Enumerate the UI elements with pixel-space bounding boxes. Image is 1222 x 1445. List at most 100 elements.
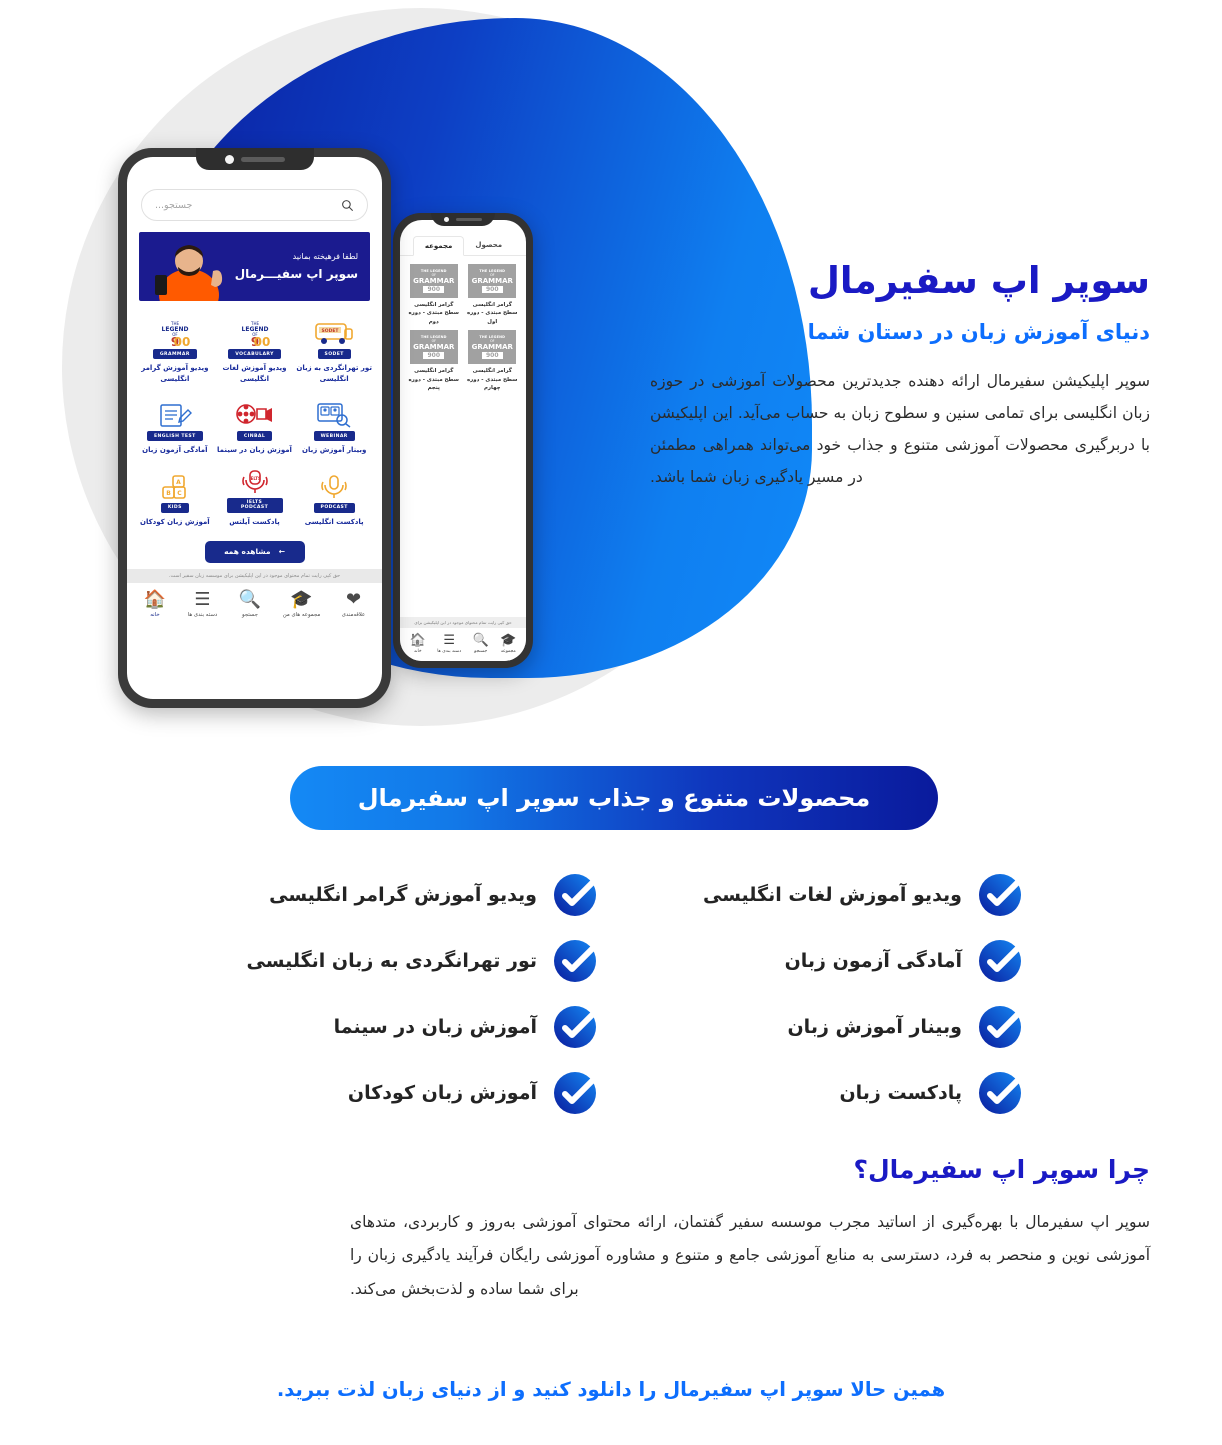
feature-label: آمادگی آزمون زبان xyxy=(784,950,962,972)
nav-item-home[interactable]: 🏠 خانه xyxy=(410,634,426,654)
app-category-grid: SODET SODET تور تهرانگردی به زبان انگلیس… xyxy=(127,301,382,528)
copyright-text: حق کپی رایت تمام محتوای موجود در این اپل… xyxy=(127,568,382,583)
tab-mahsul[interactable]: محصول xyxy=(475,241,503,249)
nav-item-majmue[interactable]: 🎓 مجموعه xyxy=(500,634,516,654)
feature-label: وبینار آموزش زبان xyxy=(787,1016,962,1038)
nav-label: جستجو xyxy=(474,649,488,654)
feature-label: آموزش زبان در سینما xyxy=(333,1016,537,1038)
home-icon: 🏠 xyxy=(409,633,426,648)
category-item-vocabulary[interactable]: THE LEGEND OF 9 00 VOCABULARY ویدیو آمو xyxy=(217,315,293,385)
product-card[interactable]: THE LEGEND OF GRAMMAR 900 گرامر انگلیسی … xyxy=(465,264,521,326)
feature-label: آموزش زبان کودکان xyxy=(347,1082,537,1104)
category-caption: پادکست آیلتس xyxy=(229,517,280,526)
brand-of-label: OF xyxy=(431,273,436,277)
product-caption: گرامر انگلیسی سطح مبتدی - دوره چهارم xyxy=(466,368,518,391)
nav-item-my-collections[interactable]: 🎓 مجموعه های من xyxy=(282,590,321,618)
product-caption: گرامر انگلیسی سطح مبتدی - دوره دوم xyxy=(408,302,459,325)
check-circle-icon xyxy=(979,940,1022,982)
category-tag: WEBINAR xyxy=(313,431,355,442)
list-icon: ☰ xyxy=(194,588,211,610)
back-phone-product-grid: THE LEGEND OF GRAMMAR 900 گرامر انگلیسی … xyxy=(400,256,526,400)
list-icon: ☰ xyxy=(443,633,456,648)
brand-number-label: 900 xyxy=(423,352,445,360)
feature-item: پادکست زبان xyxy=(625,1060,1022,1126)
tab-majmue[interactable]: مجموعه xyxy=(412,236,465,256)
feature-item: تور تهرانگردی به زبان انگلیسی xyxy=(200,928,597,994)
decorative-circle-small xyxy=(276,1068,286,1078)
hero-paragraph: سوپر اپلیکیشن سفیرمال ارائه دهنده جدیدتر… xyxy=(650,372,1150,486)
legend-900-icon: THE LEGEND OF 9 00 xyxy=(234,319,276,347)
nav-item-search[interactable]: 🔍 جستجو xyxy=(473,634,489,654)
search-icon: 🔍 xyxy=(472,633,489,648)
products-section-banner[interactable]: محصولات متنوع و جذاب سوپر اپ سفیرمال xyxy=(290,766,938,830)
nav-label: خانه xyxy=(150,611,160,618)
category-item-ielts-podcast[interactable]: IELTS IELTS PODCAST پادکست آیلتس xyxy=(217,469,293,528)
category-item-webinar[interactable]: WEBINAR وبینار آموزش زبان xyxy=(296,397,372,456)
product-thumbnail: THE LEGEND OF GRAMMAR 900 xyxy=(409,264,458,298)
app-search-bar[interactable]: جستجو... xyxy=(141,189,368,221)
svg-text:C: C xyxy=(177,490,182,497)
nav-item-home[interactable]: 🏠 خانه xyxy=(144,590,166,618)
banner-line-1: لطفا فرهیخته بمانید xyxy=(292,252,358,261)
search-placeholder: جستجو... xyxy=(155,199,193,211)
legend-900-icon: THE LEGEND OF 9 00 xyxy=(154,319,196,347)
back-phone-bottom-nav: 🎓 مجموعه 🔍 جستجو ☰ دسته بندی ها xyxy=(400,628,526,661)
svg-text:THE: THE xyxy=(250,321,259,326)
nav-item-categories[interactable]: ☰ دسته بندی ها xyxy=(187,588,218,618)
feature-label: تور تهرانگردی به زبان انگلیسی xyxy=(246,950,537,972)
product-card[interactable]: THE LEGEND OF GRAMMAR 900 گرامر انگلیسی … xyxy=(465,330,521,392)
check-circle-icon xyxy=(979,874,1022,916)
nav-item-favorites[interactable]: ❤ علاقه‌مندی xyxy=(342,588,365,618)
feature-item: ویدیو آموزش لغات انگلیسی xyxy=(625,862,1022,928)
phone-mockup-back: محصول مجموعه THE LEGEND OF GRAMMAR 900 گ… xyxy=(393,213,533,668)
phone-screen-front: جستجو... لطفا فرهیخته بمانید سوپر اپ سفی… xyxy=(127,157,382,699)
app-promo-banner[interactable]: لطفا فرهیخته بمانید سوپر اپ سفیـــرمال xyxy=(139,232,370,301)
microphone-icon xyxy=(319,473,349,501)
product-card[interactable]: THE LEGEND OF GRAMMAR 900 گرامر انگلیسی … xyxy=(406,330,462,392)
category-tag: IELTS PODCAST xyxy=(226,497,283,513)
graduation-cap-icon: 🎓 xyxy=(500,633,517,648)
why-title: چرا سوپر اپ سفیرمال؟ xyxy=(853,1155,1150,1184)
category-item-kids[interactable]: A B C KIDS آموزش زبان کودکان xyxy=(137,469,213,528)
category-tag: VOCABULARY xyxy=(228,349,281,359)
view-all-label: مشاهده همه xyxy=(224,547,271,557)
nav-label: دسته بندی ها xyxy=(187,611,218,618)
category-caption: تور تهرانگردی به زبان انگلیسی xyxy=(296,364,372,384)
product-caption: گرامر انگلیسی سطح مبتدی - دوره اول xyxy=(466,302,518,325)
banner-line-2: سوپر اپ سفیـــرمال xyxy=(234,267,358,281)
view-all-button[interactable]: ← مشاهده همه xyxy=(204,540,305,563)
product-caption: گرامر انگلیسی سطح مبتدی - دوره پنجم xyxy=(408,368,459,391)
nav-item-categories[interactable]: ☰ دسته بندی ها xyxy=(437,634,461,654)
brand-legend-label: THE LEGEND xyxy=(479,335,506,340)
check-circle-icon xyxy=(979,1006,1022,1048)
nav-item-search[interactable]: 🔍 جستجو xyxy=(238,588,262,618)
back-phone-tabs: محصول مجموعه xyxy=(400,236,526,256)
svg-text:SODET: SODET xyxy=(322,328,340,334)
search-icon: 🔍 xyxy=(238,588,262,610)
why-section: چرا سوپر اپ سفیرمال؟ سوپر اپ سفیرمال با … xyxy=(350,1155,1150,1306)
phone-notch-front xyxy=(195,148,314,170)
nav-label: خانه xyxy=(413,649,422,654)
brand-name-label: GRAMMAR xyxy=(471,343,513,352)
category-item-english-test[interactable]: ENGLISH TEST آمادگی آزمون زبان xyxy=(137,397,213,456)
feature-label: ویدیو آموزش لغات انگلیسی xyxy=(702,884,962,906)
check-circle-icon xyxy=(554,940,597,982)
category-item-sodet[interactable]: SODET SODET تور تهرانگردی به زبان انگلیس… xyxy=(296,315,372,385)
category-item-podcast[interactable]: PODCAST پادکست انگلیسی xyxy=(296,469,372,528)
svg-text:LEGEND: LEGEND xyxy=(161,326,188,333)
back-phone-footer: حق کپی رایت تمام محتوای موجود در این اپل… xyxy=(400,617,526,661)
category-caption: آمادگی آزمون زبان xyxy=(142,446,208,455)
category-item-grammar[interactable]: THE LEGEND OF 9 00 GRAMMAR ویدیو آموزش xyxy=(137,315,213,385)
check-circle-icon xyxy=(554,1006,597,1048)
feature-item: آموزش زبان در سینما xyxy=(200,994,597,1060)
svg-text:LEGEND: LEGEND xyxy=(241,326,268,333)
category-item-cinema[interactable]: CINBAL آموزش زبان در سینما xyxy=(217,397,293,456)
test-paper-icon xyxy=(158,401,192,429)
heart-icon: ❤ xyxy=(345,588,362,610)
nav-label: مجموعه های من xyxy=(282,611,321,618)
svg-text:00: 00 xyxy=(173,335,190,347)
check-circle-icon xyxy=(554,1072,597,1114)
feature-item: وبینار آموزش زبان xyxy=(625,994,1022,1060)
product-card[interactable]: THE LEGEND OF GRAMMAR 900 گرامر انگلیسی … xyxy=(406,264,462,326)
